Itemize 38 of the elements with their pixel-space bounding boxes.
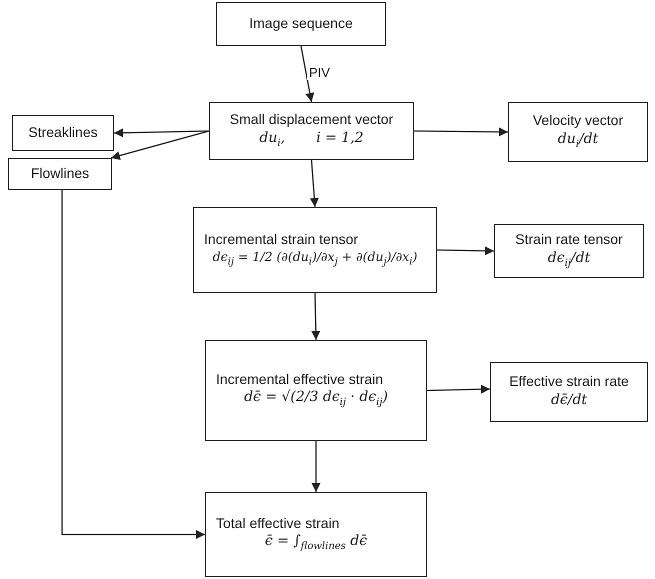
arrow [312,441,320,492]
arrow [114,128,210,138]
process-box [209,102,414,160]
process-box [490,362,648,422]
arrow [414,127,508,136]
formula: du$_{i}$, i = 1,2 [258,128,365,151]
arrow [436,246,494,256]
box-title: Incremental effective strain [216,370,384,388]
formula: dϵ$_{ij}$/dt [546,248,592,271]
box-title: Total effective strain [216,514,340,532]
process-box [205,340,427,441]
formula: dϵ$_{ij}$ = 1/2 (∂(du$_{i}$)/∂x$_{j}$ + ∂(du$_{j}$)/∂x$_{i}$) [212,248,418,270]
process-box [494,224,644,278]
arrow [300,46,314,102]
process-box [12,115,114,151]
process-box [205,492,427,577]
formula: dϵ̄ = √(2/3 dϵ$_{ij}$ · dϵ$_{ij}$) [243,388,389,410]
process-box [508,102,648,162]
process-box [8,158,112,190]
formula: du$_{i}$/dt [556,130,600,152]
formula: dϵ̄/dt [550,390,588,410]
box-title: Flowlines [30,165,90,183]
box-title: Small displacement vector [228,111,394,129]
formula: ϵ̄ = ∫$_{flowlines}$ dϵ̄ [264,532,368,554]
arrow [110,130,210,160]
box-title: Strain rate tensor [514,231,624,249]
box-title: Velocity vector [532,112,624,130]
arrow [311,292,320,340]
process-box [193,207,437,293]
box-title: Effective strain rate [508,373,630,391]
arrow [426,384,490,394]
box-title: Image sequence [248,15,354,33]
box-title: Incremental strain tensor [204,230,360,248]
edge-label: PIV [307,65,332,80]
arrow [310,160,319,208]
arrow [61,190,205,539]
process-box [216,2,386,46]
box-title: Streaklines [27,124,99,142]
